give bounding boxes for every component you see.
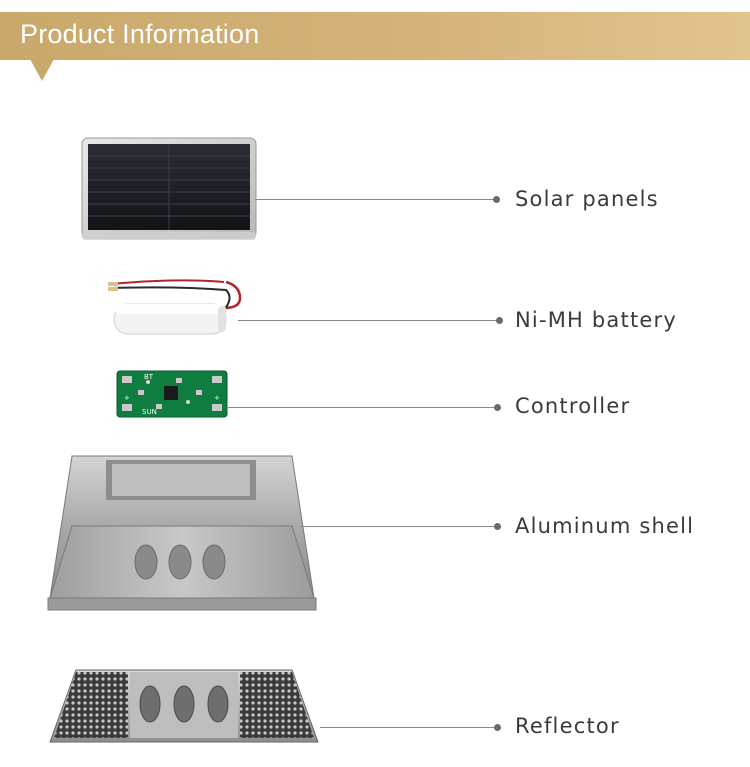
solar-panel-image — [81, 137, 257, 240]
solar-panels-label: Solar panels — [515, 187, 659, 211]
controller-label: Controller — [515, 394, 631, 418]
aluminum-shell-image — [47, 455, 317, 611]
svg-text:SUN: SUN — [142, 408, 157, 416]
leader-dot — [496, 317, 503, 324]
section-title: Product Information — [20, 19, 260, 49]
leader-dot — [494, 404, 501, 411]
battery-leader — [238, 317, 503, 324]
controller-leader — [228, 404, 501, 411]
leader-dot — [494, 523, 501, 530]
leader-dot — [493, 196, 500, 203]
battery-image — [108, 279, 242, 335]
controller-board-image: BT SUN + + — [116, 370, 228, 418]
svg-text:BT: BT — [144, 373, 154, 381]
aluminum-shell-label: Aluminum shell — [515, 514, 695, 538]
header-bar — [0, 12, 750, 60]
ni-mh-battery-label: Ni-MH battery — [515, 308, 677, 332]
aluminum-shell-leader — [300, 523, 501, 530]
reflector-leader — [320, 724, 501, 731]
reflector-label: Reflector — [515, 714, 620, 738]
svg-text:+: + — [214, 394, 220, 402]
leader-dot — [494, 724, 501, 731]
solar-panel-leader — [255, 196, 500, 203]
reflector-image — [49, 669, 319, 743]
header-notch — [30, 59, 54, 81]
svg-text:+: + — [124, 394, 130, 402]
